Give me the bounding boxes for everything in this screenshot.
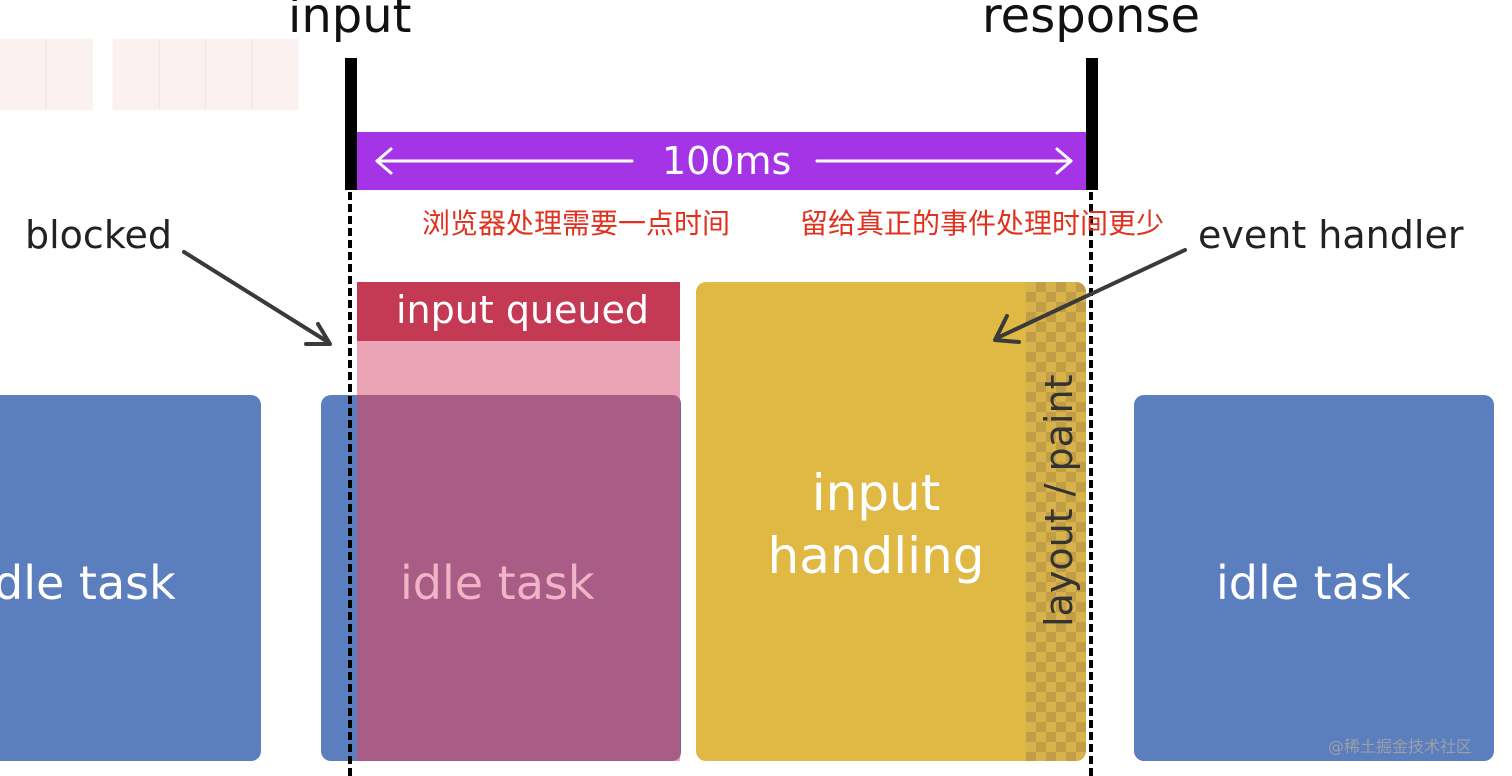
blocked-arrow-icon [182,250,332,346]
idle-task-middle-label: idle task [400,556,595,610]
layout-paint-label: layout / paint [1037,374,1081,627]
event-handler-arrow-icon [993,248,1187,344]
watermark-top: ██ ████ [0,40,298,110]
annotation-less-time: 留给真正的事件处理时间更少 [800,207,1165,240]
input-marker [345,58,357,190]
input-label: input [288,0,412,44]
input-queued-bar [357,282,680,341]
input-handling-line1: input [811,464,941,522]
annotation-browser-processing: 浏览器处理需要一点时间 [422,207,731,240]
input-dashed-line [348,192,352,776]
idle-task-right [1134,395,1494,761]
duration-label: 100ms [662,139,792,183]
idle-task-left [0,395,261,761]
response-marker [1086,58,1098,190]
response-label: response [982,0,1201,44]
event-handler-label: event handler [1198,213,1464,257]
blocked-overlay [357,395,681,761]
idle-task-right-label: idle task [1216,556,1411,610]
credit-watermark: @稀土掘金技术社区 [1328,737,1473,756]
right-arrow-icon [815,147,1073,175]
input-handling-line2: handling [767,526,985,585]
layout-paint-block [1026,282,1086,761]
response-dashed-line [1089,192,1093,776]
input-queued-label: input queued [396,288,649,332]
left-arrow-icon [375,147,634,175]
input-handling-label: input handling [716,462,1036,587]
idle-task-left-label: dle task [0,556,176,610]
input-handling-block [696,282,1086,761]
blocked-label: blocked [25,213,172,257]
duration-arrows [375,147,1073,175]
